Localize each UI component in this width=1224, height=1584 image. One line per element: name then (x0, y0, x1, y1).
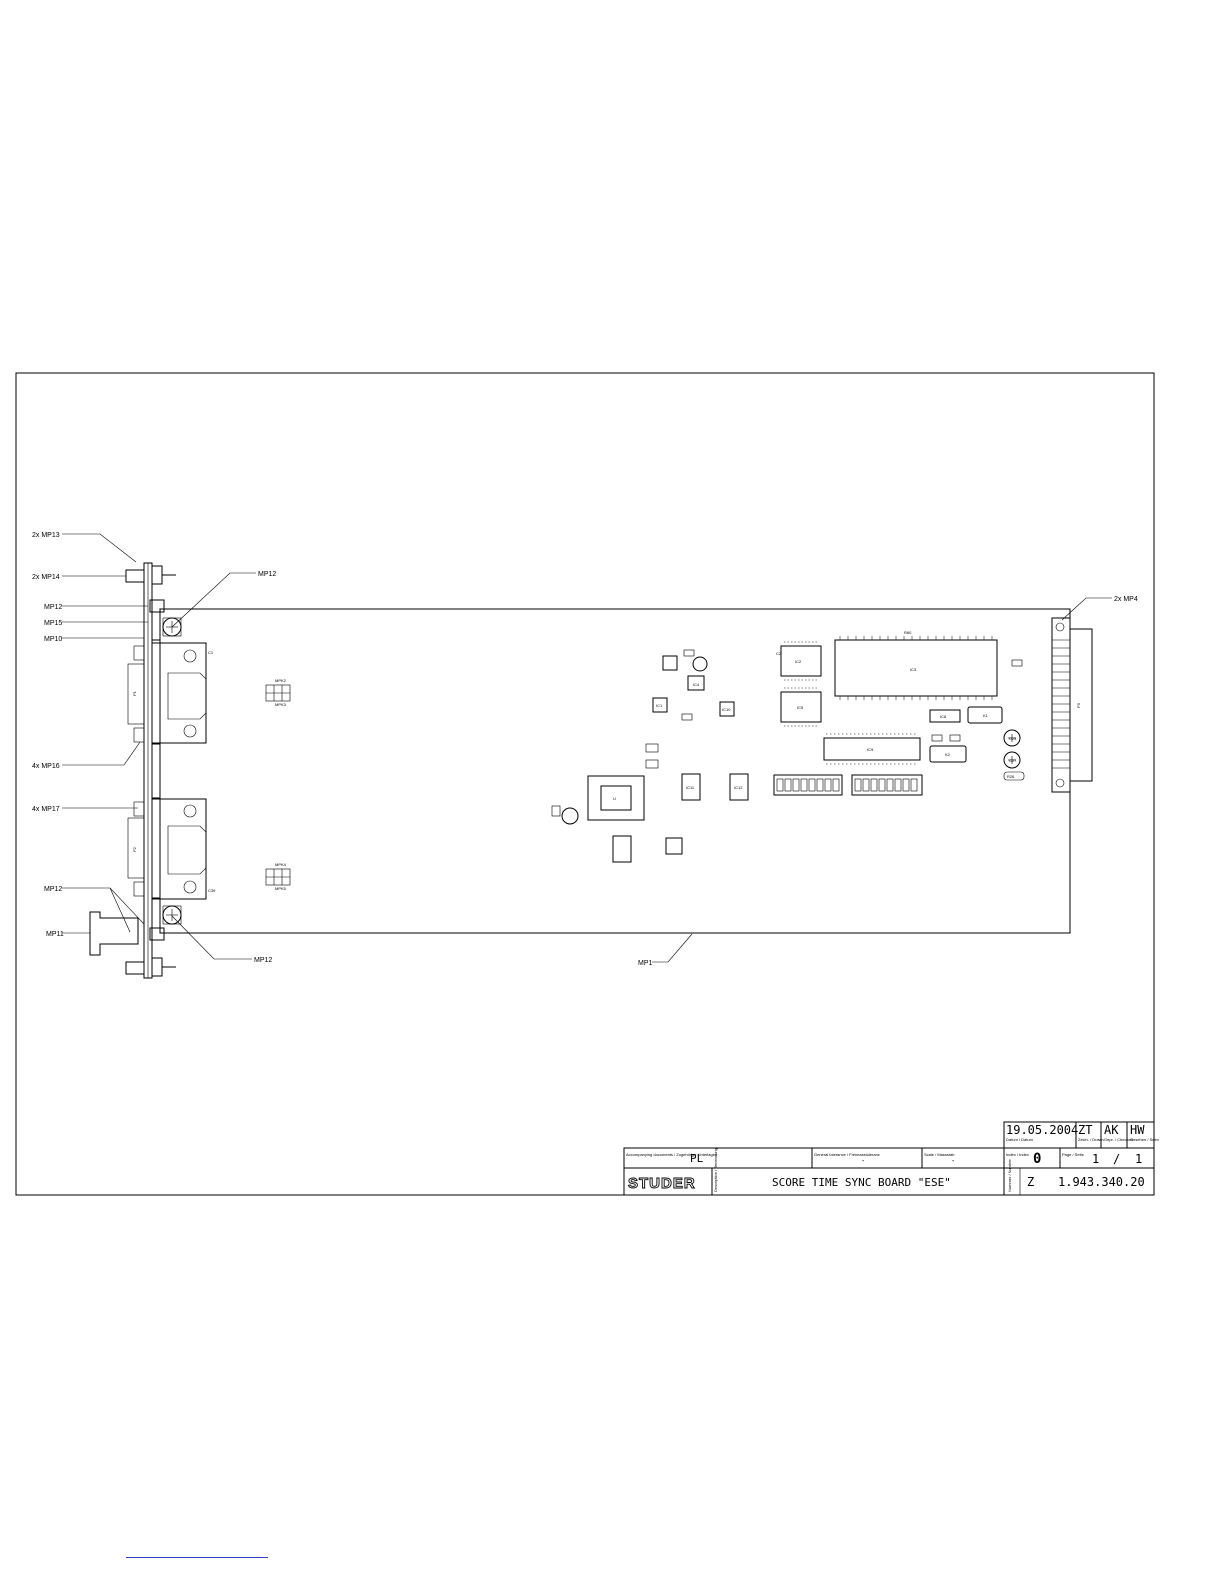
label-ic5: IC5 (797, 705, 804, 710)
label-c1: C1 (208, 650, 214, 655)
label-ic12: IC12 (734, 785, 743, 790)
small-ics (551, 649, 749, 863)
tb-page-current: 1 (1092, 1152, 1099, 1166)
callout-mp17: 4x MP17 (32, 806, 60, 813)
tb-cap-page: Page / Seite (1062, 1152, 1085, 1157)
capacitor-c23 (1003, 729, 1021, 747)
callout-mp12-low: MP12 (44, 886, 62, 893)
label-ic10: IC10 (722, 707, 731, 712)
callout-mp15: MP15 (44, 620, 62, 627)
label-mpk3: MPK3 (275, 702, 287, 707)
tb-doc-type: Z (1027, 1175, 1034, 1189)
resistor-r26 (1003, 771, 1025, 781)
connector-p2 (151, 798, 207, 900)
label-c2: C2 (776, 651, 782, 656)
label-ic9: IC9 (867, 747, 874, 752)
tb-date: 19.05.2004 (1006, 1123, 1078, 1137)
tb-cap-accompanying: Accompanying documents / Zugehörige Unte… (626, 1152, 717, 1157)
callout-mp13: 2x MP13 (32, 532, 60, 539)
label-mpk2: MPK2 (275, 678, 287, 683)
tb-cap-seen: Gesehen / Seen (1130, 1137, 1159, 1142)
ic9 (823, 733, 921, 765)
label-ic1: IC1 (656, 703, 663, 708)
callout-mp12-right-bottom: MP12 (254, 957, 272, 964)
ic2 (780, 641, 822, 681)
tb-index: 0 (1033, 1151, 1041, 1167)
label-r60: R60 (904, 630, 912, 635)
label-ic8: IC8 (940, 714, 947, 719)
crystal-k1 (967, 706, 1003, 724)
label-p1: P1 (132, 690, 137, 696)
label-ic4: IC4 (693, 682, 700, 687)
label-k2: K2 (945, 752, 951, 757)
studer-logo: STUDER (628, 1175, 696, 1192)
tb-cap-date: Datum / Datum (1006, 1137, 1034, 1142)
label-p3: P3 (1076, 702, 1081, 708)
label-u: U (613, 796, 616, 801)
footer-link-underline[interactable] (126, 1557, 268, 1558)
connector-p1 (151, 642, 207, 744)
tb-scale: - (952, 1158, 955, 1165)
tb-cap-scale: Scale / Massstab (924, 1152, 955, 1157)
callout-mp1: MP1 (638, 960, 653, 967)
tb-page-sep: / (1113, 1152, 1120, 1166)
label-r26: R26 (1007, 774, 1015, 779)
pcb-outline (159, 608, 1071, 934)
callout-mp16: 4x MP16 (32, 763, 60, 770)
label-mpk4: MPK4 (275, 862, 287, 867)
label-ic3: IC3 (910, 667, 917, 672)
tb-cap-tolerance: General tolerance / Freimasstoleranz (814, 1152, 880, 1157)
callout-leaders (62, 533, 1112, 963)
tb-cap-checked: Gepr. / Checked (1104, 1137, 1133, 1142)
drawing-frame (15, 372, 1155, 1196)
callout-mp11: MP11 (46, 931, 64, 938)
ic5 (780, 687, 822, 727)
ic8 (929, 709, 961, 723)
label-ic2: IC2 (795, 659, 802, 664)
tb-accompanying: PL (690, 1152, 704, 1165)
crystal-k2 (929, 745, 967, 763)
label-c39: C39 (208, 888, 216, 893)
callout-mp14: 2x MP14 (32, 574, 60, 581)
jumper-block-lower (265, 868, 291, 886)
ic3-dip40 (834, 636, 998, 700)
label-mpk5: MPK5 (275, 886, 287, 891)
tb-checked-by: AK (1104, 1123, 1119, 1137)
label-c23: C23 (1009, 736, 1017, 741)
dip-switch-bank-2 (851, 774, 923, 796)
callout-mp12-top: MP12 (44, 604, 62, 611)
tb-page-total: 1 (1135, 1152, 1142, 1166)
connector-p3 (1051, 617, 1093, 793)
tb-title: SCORE TIME SYNC BOARD "ESE" (772, 1176, 951, 1189)
tb-drawn-by: ZT (1078, 1123, 1092, 1137)
tb-cap-number: Nummer / Number (1007, 1158, 1012, 1192)
plcc-u (587, 775, 645, 821)
capacitor-c27 (1003, 751, 1021, 769)
callout-mp10: MP10 (44, 636, 62, 643)
tb-tolerance: - (862, 1158, 865, 1165)
title-block (623, 1121, 1155, 1196)
label-ic11: IC11 (686, 785, 695, 790)
label-c27: C27 (1009, 758, 1017, 763)
callout-mp12-right-top: MP12 (258, 571, 276, 578)
tb-cap-index: Index / Index (1006, 1152, 1029, 1157)
dip-switch-bank-1 (773, 774, 843, 796)
label-k1: K1 (983, 713, 989, 718)
tb-cap-drawn: Zeich. / Drawn (1078, 1137, 1104, 1142)
label-p2: P2 (132, 846, 137, 852)
jumper-block-upper (265, 684, 291, 702)
tb-cap-description: Description / Benennung (713, 1148, 718, 1192)
tb-seen-by: HW (1130, 1123, 1145, 1137)
callout-mp4: 2x MP4 (1114, 596, 1138, 603)
tb-drawing-number: 1.943.340.20 (1058, 1175, 1145, 1189)
